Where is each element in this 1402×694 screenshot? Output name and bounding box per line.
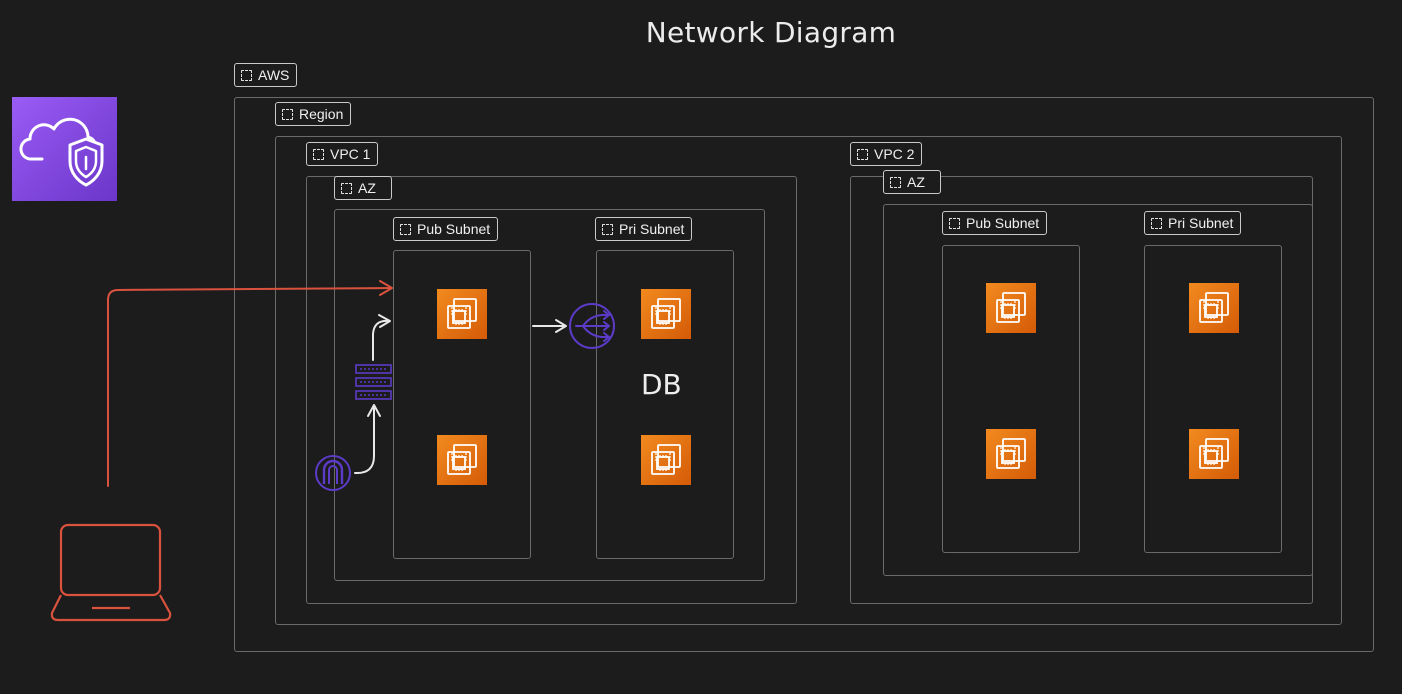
ec2-instance-icon	[641, 435, 691, 485]
vpc1-az-tag: AZ	[334, 176, 392, 200]
region-label: Region	[299, 106, 344, 122]
laptop-icon	[50, 523, 172, 622]
aws-group	[234, 97, 1374, 652]
chip-glyph	[447, 298, 477, 329]
igw-route-arrow	[354, 314, 391, 475]
vpc1-tag: VPC 1	[306, 142, 379, 166]
nat-gateway-icon	[569, 303, 615, 349]
chip-glyph	[651, 298, 681, 329]
diagram-title: Network Diagram	[645, 16, 897, 49]
cloud-shield-icon	[12, 97, 117, 201]
group-icon	[890, 176, 901, 188]
vpc1-label: VPC 1	[330, 146, 371, 162]
vpc2-az-label: AZ	[907, 174, 925, 190]
vpc1-pri-subnet-label: Pri Subnet	[619, 221, 685, 237]
vpc1-az-group	[334, 209, 765, 581]
vpc1-pub-subnet-box	[393, 250, 531, 559]
nat-arrow	[532, 319, 567, 333]
chip-glyph	[447, 444, 477, 475]
chip-glyph	[651, 444, 681, 475]
internet-gateway-icon	[315, 455, 351, 491]
ec2-instance-icon	[986, 429, 1036, 479]
group-icon	[341, 182, 352, 194]
vpc2-az-group	[883, 204, 1313, 576]
ec2-instance-icon	[986, 283, 1036, 333]
ec2-instance-icon	[437, 289, 487, 339]
group-icon	[602, 223, 613, 235]
vpc2-pub-subnet-tag: Pub Subnet	[942, 211, 1048, 235]
region-group	[275, 136, 1342, 625]
vpc2-pri-subnet-tag: Pri Subnet	[1144, 211, 1242, 235]
chip-glyph	[1199, 438, 1229, 469]
vpc2-pri-subnet-label: Pri Subnet	[1168, 215, 1234, 231]
vpc2-pri-subnet-box	[1144, 245, 1282, 553]
route-table-icon	[355, 364, 392, 400]
vpc2-az-tag: AZ	[883, 170, 941, 194]
group-icon	[400, 223, 411, 235]
vpc1-pub-subnet-label: Pub Subnet	[417, 221, 491, 237]
group-icon	[313, 148, 324, 160]
group-icon	[949, 217, 960, 229]
vpc2-pub-subnet-label: Pub Subnet	[966, 215, 1040, 231]
group-icon	[282, 108, 293, 120]
chip-glyph	[996, 292, 1026, 323]
vpc1-pub-subnet-tag: Pub Subnet	[393, 217, 499, 241]
vpc1-pri-subnet-box	[596, 250, 734, 559]
vpc1-az-label: AZ	[358, 180, 376, 196]
client-path-arrow	[107, 280, 393, 487]
group-icon	[857, 148, 868, 160]
ec2-instance-icon	[641, 289, 691, 339]
vpc1-pri-subnet-tag: Pri Subnet	[595, 217, 693, 241]
aws-tag: AWS	[234, 63, 298, 87]
vpc2-pub-subnet-box	[942, 245, 1080, 553]
vpc2-label: VPC 2	[874, 146, 915, 162]
db-label: DB	[641, 368, 682, 401]
ec2-instance-icon	[1189, 283, 1239, 333]
group-icon	[241, 69, 252, 81]
ec2-instance-icon	[1189, 429, 1239, 479]
chip-glyph	[996, 438, 1026, 469]
ec2-instance-icon	[437, 435, 487, 485]
chip-glyph	[1199, 292, 1229, 323]
vpc1-group	[306, 176, 797, 604]
vpc2-tag: VPC 2	[850, 142, 923, 166]
group-icon	[1151, 217, 1162, 229]
aws-label: AWS	[258, 67, 290, 83]
region-tag: Region	[275, 102, 352, 126]
